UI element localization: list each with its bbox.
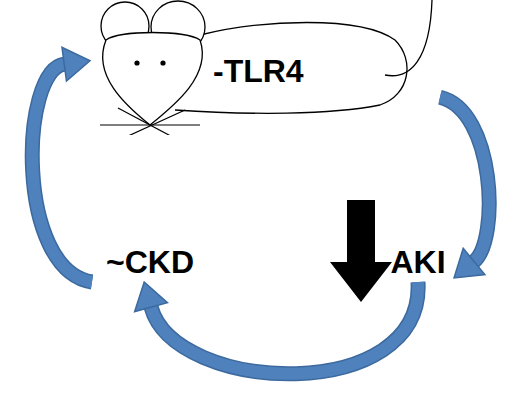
node-label: -TLR4 — [213, 55, 304, 87]
arrow-shaft — [440, 97, 489, 261]
arrow-head — [135, 282, 168, 312]
arrow-shaft — [151, 282, 418, 374]
curved-arrow — [135, 282, 419, 374]
mouse-node: -TLR4 — [90, 0, 440, 135]
arrow-head — [454, 248, 485, 278]
black-down-arrow — [330, 200, 392, 302]
node-label: AKI — [390, 246, 445, 278]
arrow-outline — [151, 282, 418, 374]
arrow-head — [62, 47, 90, 81]
process-label-node: ~CKD — [92, 242, 208, 282]
process-label-node: AKI — [382, 242, 454, 282]
arrow-outline — [440, 97, 489, 261]
arrow-outline — [32, 64, 92, 282]
curved-arrow — [32, 47, 92, 282]
curved-arrow — [440, 97, 489, 278]
arrow-shaft — [32, 64, 92, 282]
node-label: ~CKD — [106, 246, 194, 278]
